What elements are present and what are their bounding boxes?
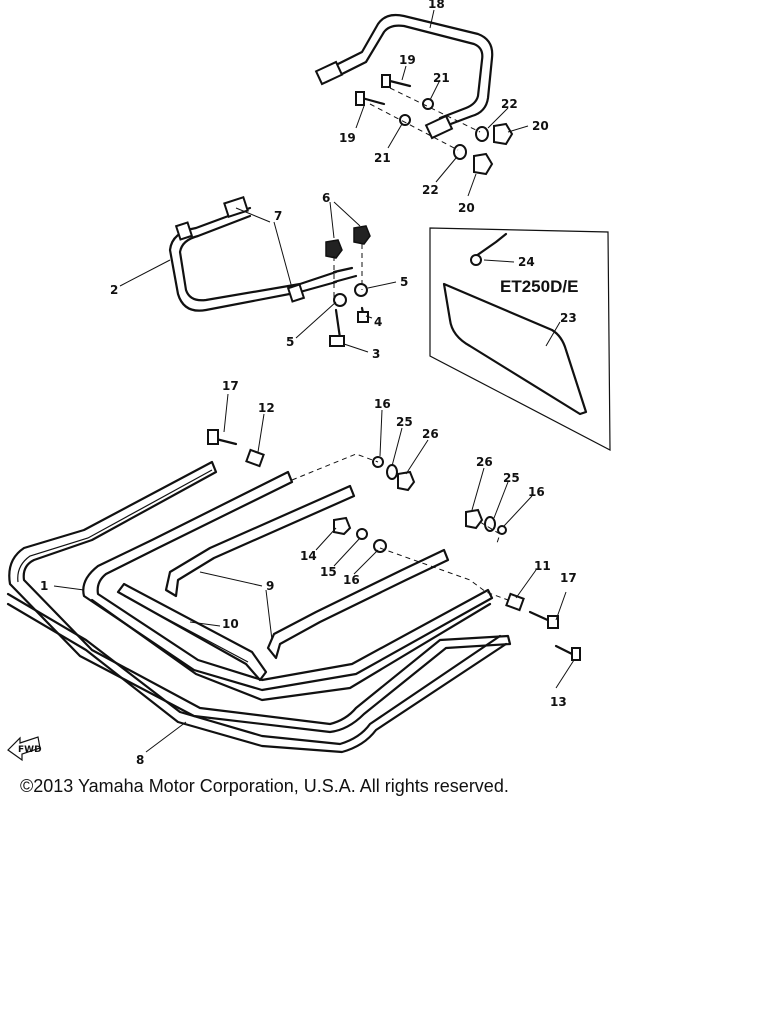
callout-12: 12 <box>258 401 275 415</box>
cross-member-9 <box>164 484 450 660</box>
callout-4: 4 <box>374 315 382 329</box>
callout-8: 8 <box>136 753 144 767</box>
grab-bar-18 <box>314 13 494 140</box>
callout-26: 26 <box>476 455 493 469</box>
callout-25: 25 <box>396 415 413 429</box>
bumper-bar-2 <box>168 195 358 312</box>
forward-label: FWD <box>18 745 42 755</box>
callout-7: 7 <box>274 209 282 223</box>
callout-5: 5 <box>286 335 294 349</box>
lower-hardware <box>207 429 581 661</box>
callout-24: 24 <box>518 255 535 269</box>
callout-26: 26 <box>422 427 439 441</box>
callout-20: 20 <box>458 201 475 215</box>
callout-5: 5 <box>400 275 408 289</box>
inner-frame <box>82 470 494 702</box>
callout-23: 23 <box>560 311 577 325</box>
callout-19: 19 <box>399 53 416 67</box>
callout-16: 16 <box>528 485 545 499</box>
callout-9: 9 <box>266 579 274 593</box>
callout-14: 14 <box>300 549 317 563</box>
forward-arrow-icon: FWD <box>7 736 42 762</box>
parts-diagram: FWD 18 19 21 22 20 19 21 22 20 6 7 2 5 4… <box>6 0 611 767</box>
callout-17: 17 <box>222 379 239 393</box>
callout-22: 22 <box>422 183 439 197</box>
callout-25: 25 <box>503 471 520 485</box>
copyright-text: ©2013 Yamaha Motor Corporation, U.S.A. A… <box>20 776 509 796</box>
callout-22: 22 <box>501 97 518 111</box>
bar-10 <box>116 582 268 682</box>
callout-21: 21 <box>433 71 450 85</box>
side-rail-8 <box>6 592 508 754</box>
callout-21: 21 <box>374 151 391 165</box>
callouts: 18 19 21 22 20 19 21 22 20 6 7 2 5 4 5 3… <box>40 0 578 767</box>
callout-11: 11 <box>534 559 551 573</box>
callout-15: 15 <box>320 565 337 579</box>
callout-6: 6 <box>322 191 330 205</box>
variant-box <box>429 227 611 451</box>
bumper-hardware <box>325 225 371 347</box>
callout-13: 13 <box>550 695 567 709</box>
callout-16: 16 <box>343 573 360 587</box>
callout-3: 3 <box>372 347 380 361</box>
callout-2: 2 <box>110 283 118 297</box>
callout-20: 20 <box>532 119 549 133</box>
callout-19: 19 <box>339 131 356 145</box>
leader-lines <box>53 9 575 753</box>
callout-10: 10 <box>222 617 239 631</box>
callout-18: 18 <box>428 0 445 11</box>
model-label: ET250D/E <box>500 277 578 296</box>
callout-17: 17 <box>560 571 577 585</box>
callout-16: 16 <box>374 397 391 411</box>
callout-1: 1 <box>40 579 48 593</box>
frame-1 <box>8 460 512 734</box>
grab-bar-hardware <box>355 74 514 176</box>
